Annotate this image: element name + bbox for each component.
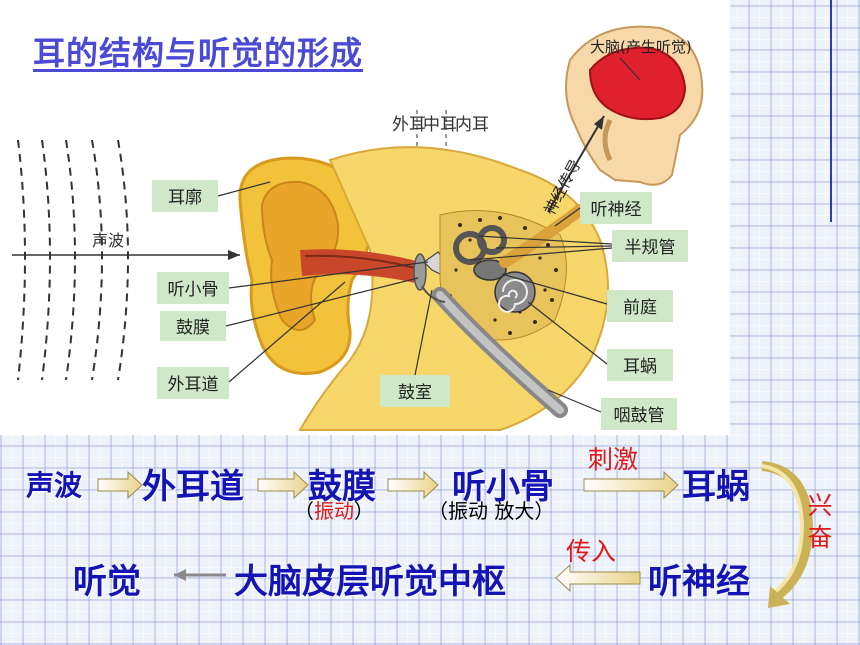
eardrum-note: （振动） — [294, 499, 374, 523]
excite-label: 兴奋 — [807, 491, 833, 552]
svg-text:半规管: 半规管 — [625, 238, 676, 258]
zone-label-outer: 外耳 — [392, 115, 426, 135]
label-ossicles: 听小骨 — [157, 261, 429, 304]
svg-text:耳廓: 耳廓 — [168, 188, 202, 208]
arrow-5 — [555, 563, 641, 593]
page-title: 耳的结构与听觉的形成 — [33, 34, 364, 72]
label-eustachian-tube: 咽鼓管 — [547, 389, 677, 430]
border-line — [830, 0, 832, 222]
flow-eardrum: 鼓膜 — [308, 467, 376, 507]
label-ear-canal: 外耳道 — [157, 281, 346, 399]
svg-text:听神经: 听神经 — [591, 200, 642, 220]
flow-ear-canal: 外耳道 — [142, 467, 244, 507]
svg-text:咽鼓管: 咽鼓管 — [614, 406, 665, 426]
pinna-inner — [260, 180, 340, 331]
vestibule-shape — [473, 259, 507, 281]
flow-hearing: 听觉 — [73, 562, 141, 602]
auditory-nerve-shape — [499, 204, 586, 268]
brain-shape — [588, 46, 687, 121]
sound-wave-arrowhead — [228, 250, 240, 260]
curved-arrow — [761, 461, 814, 603]
svg-text:前庭: 前庭 — [623, 298, 657, 318]
svg-text:外耳道: 外耳道 — [168, 375, 219, 395]
transmit-label: 传入 — [566, 537, 617, 566]
flow-ossicles: 听小骨 — [452, 467, 554, 507]
flow-auditory-cortex: 大脑皮层听觉中枢 — [234, 562, 506, 602]
semicircular-canals-shape — [453, 225, 507, 265]
flow-auditory-nerve: 听神经 — [648, 562, 750, 602]
arrow-1 — [97, 470, 143, 500]
arrow-2 — [257, 470, 309, 500]
arrow-4 — [583, 470, 679, 500]
svg-text:听小骨: 听小骨 — [168, 280, 219, 300]
label-tympanic-cavity: 鼓室 — [380, 289, 450, 407]
brain-label: 大脑(产生听觉) — [590, 38, 692, 56]
zone-label-middle: 中耳 — [423, 115, 457, 135]
zone-label-inner: 内耳 — [455, 115, 489, 135]
label-pinna: 耳廓 — [152, 180, 271, 212]
flow-cochlea: 耳蜗 — [682, 467, 750, 507]
svg-text:耳蜗: 耳蜗 — [623, 357, 657, 377]
label-cochlea: 耳蜗 — [527, 301, 673, 381]
ear-canal-shape — [300, 249, 420, 284]
arrow-3 — [387, 470, 439, 500]
ossicle-note: （振动 放大） — [428, 499, 555, 523]
label-semicircular-canals: 半规管 — [469, 230, 688, 262]
svg-text:鼓膜: 鼓膜 — [176, 318, 210, 338]
sound-wave-label: 声波 — [92, 231, 124, 250]
label-auditory-nerve: 听神经 — [554, 192, 652, 227]
stimulate-label: 刺激 — [588, 445, 639, 474]
sound-wave-arcs — [17, 139, 129, 381]
svg-text:鼓室: 鼓室 — [398, 383, 432, 403]
label-vestibule: 前庭 — [501, 273, 673, 322]
ear-structure-diagram: 声波 外耳 中耳 内耳 大 — [12, 25, 704, 431]
nerve-conduction-arrow — [547, 115, 605, 213]
flow-sound-wave: 声波 — [26, 469, 83, 502]
